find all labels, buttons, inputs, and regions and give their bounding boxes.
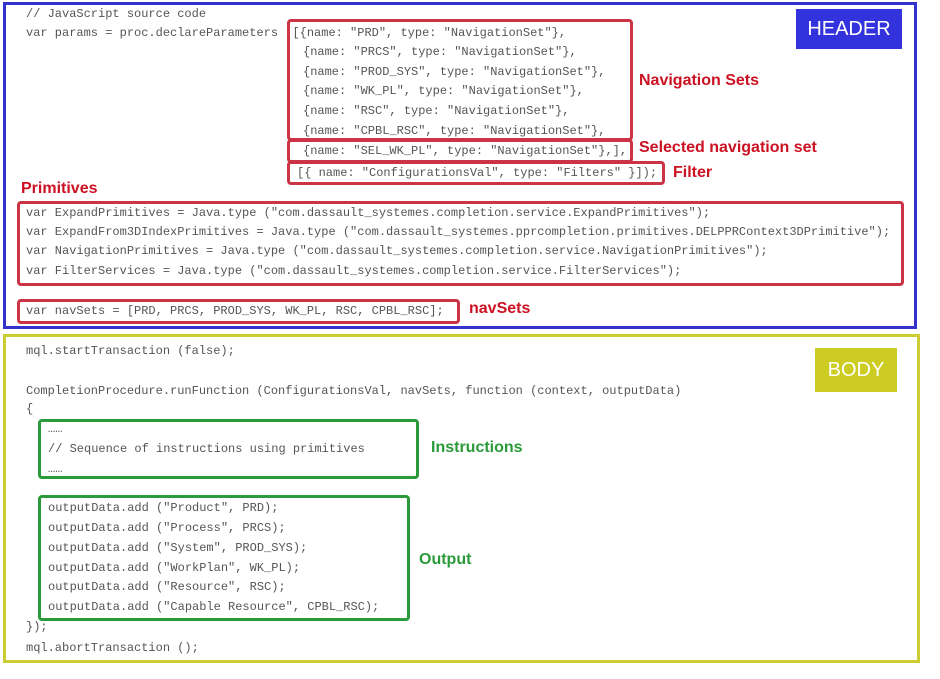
code-line-navset-wk-pl: {name: "WK_PL", type: "NavigationSet"},	[303, 84, 584, 98]
code-line-navsets: var navSets = [PRD, PRCS, PROD_SYS, WK_P…	[26, 304, 444, 318]
code-line-close-function: });	[26, 620, 48, 634]
code-line-output-system: outputData.add ("System", PROD_SYS);	[48, 541, 308, 555]
selected-navigation-set-highlight-box	[287, 139, 633, 163]
code-line-run-function: CompletionProcedure.runFunction (Configu…	[26, 384, 682, 398]
code-line-filter: [{ name: "ConfigurationsVal", type: "Fil…	[297, 166, 658, 180]
output-label: Output	[419, 551, 472, 568]
primitives-label: Primitives	[21, 180, 98, 197]
code-line-abort-transaction: mql.abortTransaction ();	[26, 641, 199, 655]
code-line-output-capable-resource: outputData.add ("Capable Resource", CPBL…	[48, 600, 380, 614]
code-line-navigation-primitives: var NavigationPrimitives = Java.type ("c…	[26, 244, 768, 258]
code-line-ellipsis-top: ……	[48, 422, 63, 436]
code-line-open-brace: {	[26, 402, 34, 416]
code-line-ellipsis-bottom: ……	[48, 462, 63, 476]
output-highlight-box	[38, 495, 410, 621]
instructions-label: Instructions	[431, 439, 523, 456]
navigation-sets-highlight-box	[287, 19, 633, 141]
primitives-highlight-box	[17, 201, 904, 286]
code-line-navset-cpbl-rsc: {name: "CPBL_RSC", type: "NavigationSet"…	[303, 124, 606, 138]
code-line-expand-primitives: var ExpandPrimitives = Java.type ("com.d…	[26, 206, 711, 220]
code-line-output-product: outputData.add ("Product", PRD);	[48, 501, 279, 515]
header-badge: HEADER	[796, 9, 902, 49]
code-line-navset-prod-sys: {name: "PROD_SYS", type: "NavigationSet"…	[303, 65, 606, 79]
code-line-filter-services: var FilterServices = Java.type ("com.das…	[26, 264, 682, 278]
filter-highlight-box	[287, 161, 665, 185]
filter-label: Filter	[673, 164, 713, 181]
code-line-output-process: outputData.add ("Process", PRCS);	[48, 521, 286, 535]
instructions-highlight-box	[38, 419, 419, 479]
navsets-label: navSets	[469, 300, 531, 317]
selected-navigation-set-label: Selected navigation set	[639, 139, 817, 156]
body-section	[3, 334, 920, 663]
code-line-navset-rsc: {name: "RSC", type: "NavigationSet"},	[303, 104, 570, 118]
code-line-expand-from-3d-index-primitives: var ExpandFrom3DIndexPrimitives = Java.t…	[26, 225, 891, 239]
code-line-output-workplan: outputData.add ("WorkPlan", WK_PL);	[48, 561, 301, 575]
code-line-start-transaction: mql.startTransaction (false);	[26, 344, 235, 358]
code-line-navset-prcs: {name: "PRCS", type: "NavigationSet"},	[303, 45, 577, 59]
navsets-highlight-box	[17, 299, 460, 324]
header-section	[3, 2, 917, 329]
code-line-instructions-comment: // Sequence of instructions using primit…	[48, 442, 365, 456]
body-badge: BODY	[815, 348, 897, 392]
code-line-params: var params = proc.declareParameters ([{n…	[26, 26, 567, 40]
code-line-output-resource: outputData.add ("Resource", RSC);	[48, 580, 286, 594]
navigation-sets-label: Navigation Sets	[639, 72, 760, 89]
code-comment-line: // JavaScript source code	[26, 7, 207, 21]
code-line-navset-sel-wk-pl: {name: "SEL_WK_PL", type: "NavigationSet…	[303, 144, 628, 158]
